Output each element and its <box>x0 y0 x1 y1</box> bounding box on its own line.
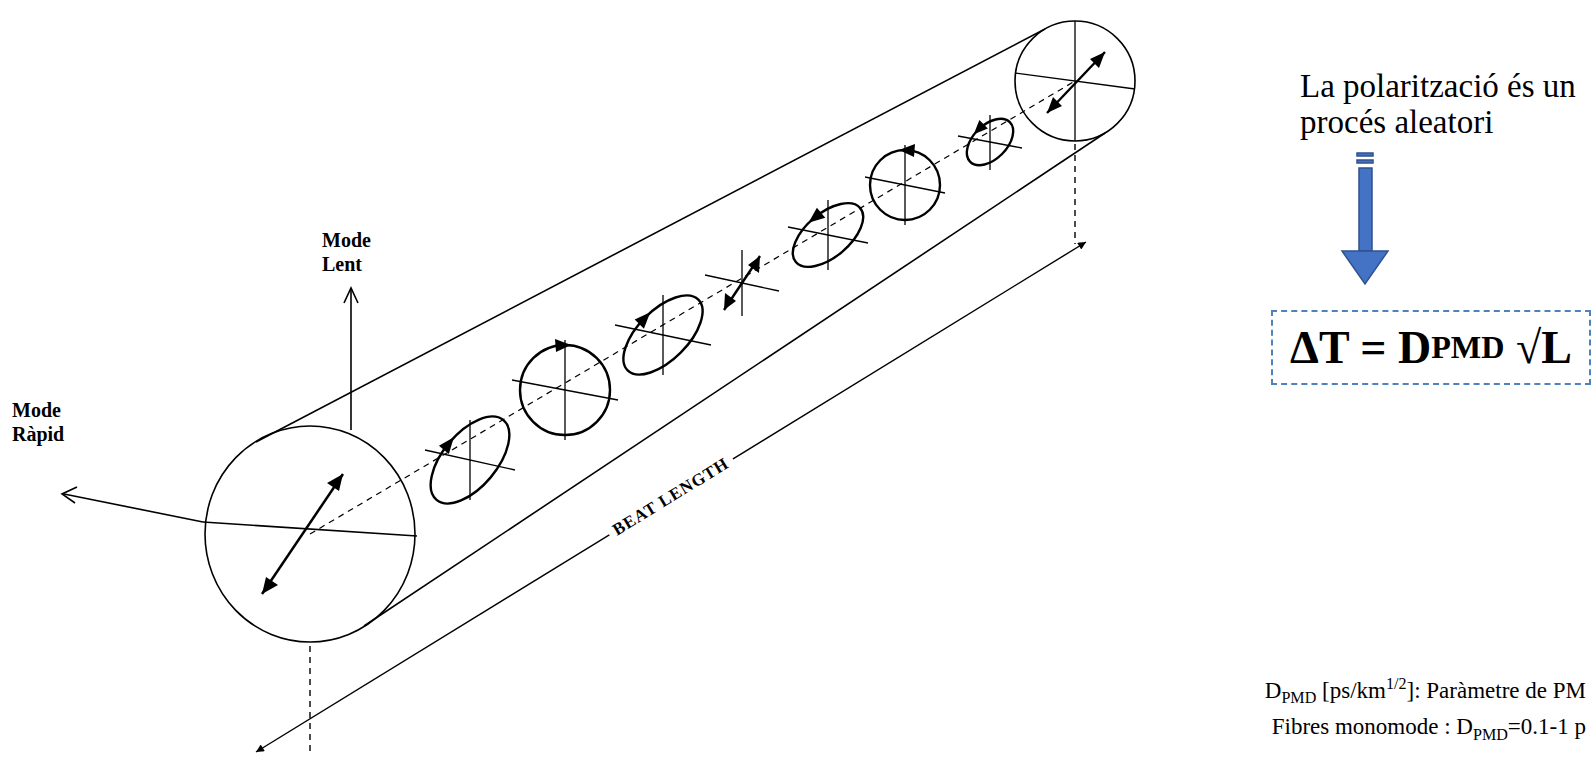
axis-label: Mode Ràpid <box>12 398 84 446</box>
note-text: Fibres monomode : D <box>1272 714 1473 739</box>
fiber-tube <box>205 21 1135 642</box>
note-text: La polarització és un procés aleatori <box>1300 68 1594 141</box>
formula-text: PMD <box>1431 329 1504 366</box>
beat-length-dimension <box>256 144 1086 752</box>
parameter-note: DPMD [ps/km1/2]: Paràmetre de PM <box>1265 674 1586 709</box>
note-text: PMD <box>1473 726 1508 743</box>
axis-label: Mode Lent <box>322 228 394 276</box>
down-arrow <box>1342 153 1388 284</box>
note-text: =0.1-1 p <box>1508 714 1586 739</box>
note-text: PMD <box>1281 689 1316 706</box>
polarization-ellipses <box>416 52 1105 517</box>
formula-box: ΔT = DPMD √L <box>1271 310 1591 385</box>
note-text: [ps/km <box>1322 678 1386 703</box>
polarization-arrow <box>262 474 343 594</box>
formula-text: ΔT = D <box>1290 321 1431 374</box>
rotation-arrowheads <box>439 52 1105 454</box>
note-text: 1/2 <box>1386 675 1407 692</box>
formula-text: √L <box>1516 321 1572 374</box>
note-text: ]: Paràmetre de PM <box>1407 678 1586 703</box>
crosshairs <box>425 21 1135 500</box>
parameter-note: Fibres monomode : DPMD=0.1-1 p <box>1272 712 1586 746</box>
mode-axes <box>62 288 417 594</box>
dimension-label: BEAT LENGTH <box>604 451 738 544</box>
note-text: D <box>1265 678 1282 703</box>
